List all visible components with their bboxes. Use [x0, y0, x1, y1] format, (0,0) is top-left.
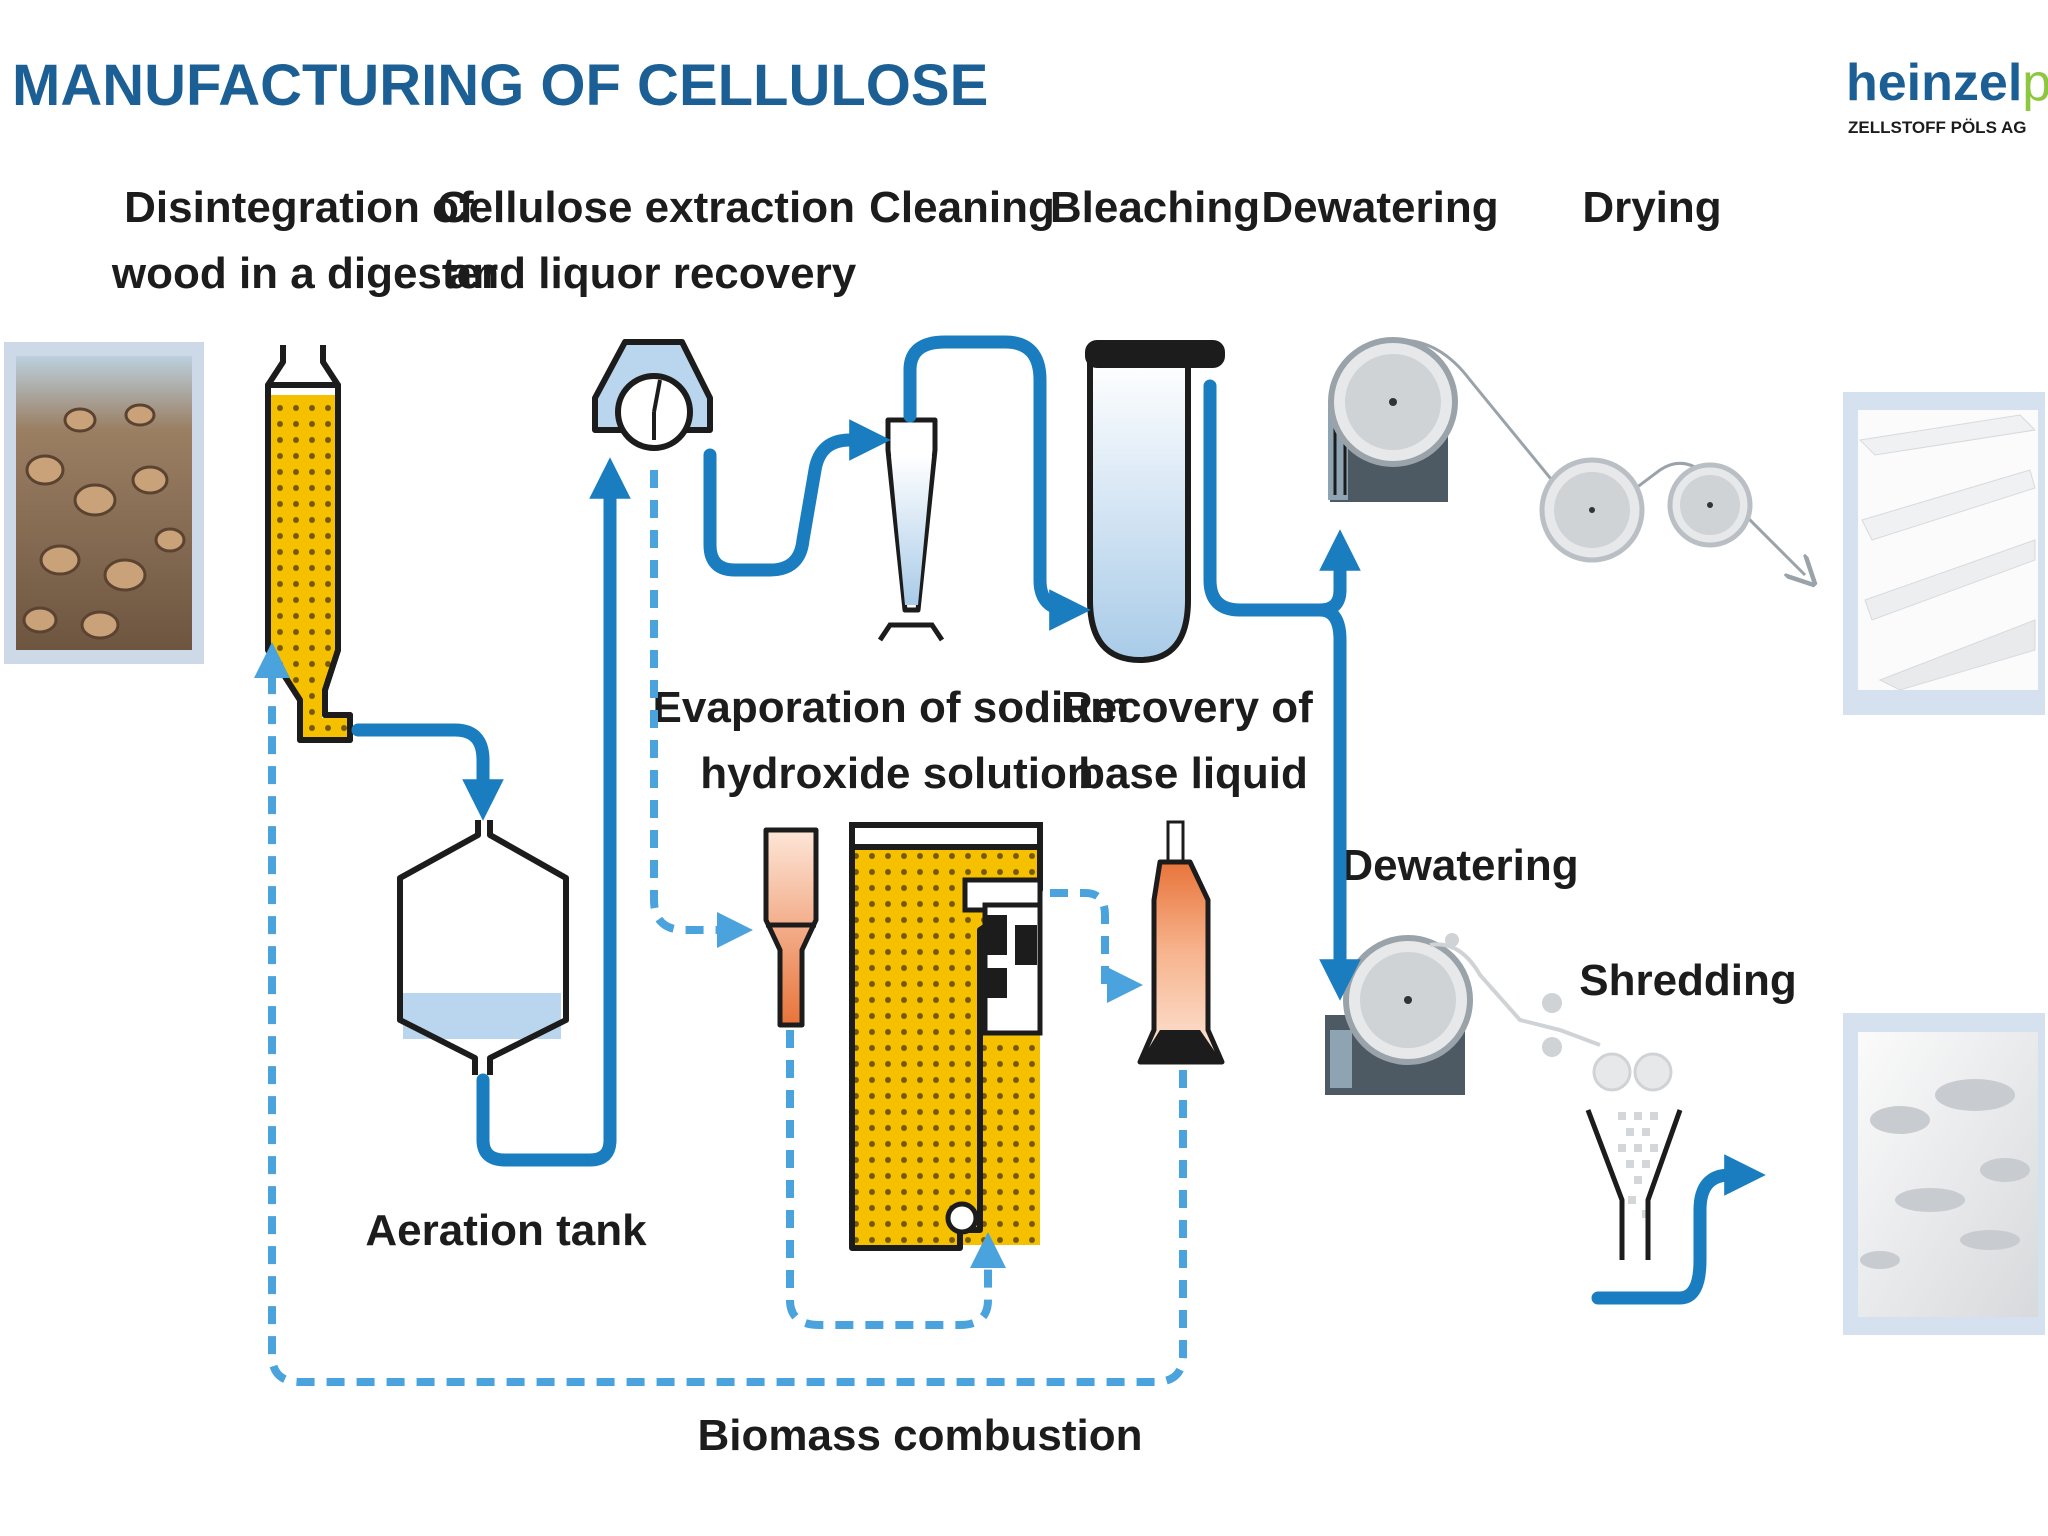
- svg-text:heinzelpulp: heinzelpulp: [1846, 54, 2048, 112]
- washer-drum: [592, 339, 713, 451]
- label-recovery: Recovery of base liquid: [1061, 683, 1325, 798]
- label-dewatering-top: Dewatering: [1261, 183, 1498, 232]
- aeration-tank: [397, 820, 569, 1075]
- dewatering-press-bottom: [1325, 933, 1601, 1095]
- label-evaporation: Evaporation of sodium hydroxide solution: [653, 683, 1142, 798]
- recovery-boiler: [849, 822, 1043, 1251]
- evaporator: [763, 827, 819, 1028]
- dewatering-press-top: [1328, 337, 1458, 502]
- heinzel-pulp-logo: heinzelpulp ZELLSTOFF PÖLS AG: [1846, 54, 2048, 137]
- main-flow-lines: [351, 335, 1766, 1305]
- label-disintegration: Disintegration of wood in a digester: [111, 183, 498, 298]
- digester: [265, 345, 353, 743]
- label-dewatering-bottom: Dewatering: [1341, 841, 1578, 890]
- logo-word-accent: pulp: [2022, 54, 2048, 112]
- label-shredding: Shredding: [1579, 956, 1797, 1005]
- shredder: [1585, 1052, 1683, 1260]
- causticizing-kiln: [1137, 820, 1225, 1065]
- hydrocyclone: [877, 417, 945, 642]
- pulp-sheets-image: [1843, 392, 2045, 715]
- shredded-pulp-image: [1843, 1013, 2045, 1335]
- label-cellulose-extraction: Cellulose extraction and liquor recovery: [437, 183, 867, 298]
- drying-rolls: [1399, 338, 1805, 575]
- logo-word-main: heinzel: [1846, 54, 2022, 112]
- recovery-flow-lines: [254, 470, 1187, 1386]
- label-drying: Drying: [1582, 183, 1721, 232]
- label-biomass-combustion: Biomass combustion: [698, 1411, 1143, 1460]
- page-title: MANUFACTURING OF CELLULOSE: [12, 53, 988, 118]
- label-bleaching: Bleaching: [1050, 183, 1260, 232]
- label-aeration-tank: Aeration tank: [365, 1206, 647, 1255]
- logo-subline: ZELLSTOFF PÖLS AG: [1848, 118, 2027, 137]
- wood-logs-image: [4, 342, 204, 664]
- bleaching-tower: [1085, 340, 1225, 664]
- label-cleaning: Cleaning: [869, 183, 1055, 232]
